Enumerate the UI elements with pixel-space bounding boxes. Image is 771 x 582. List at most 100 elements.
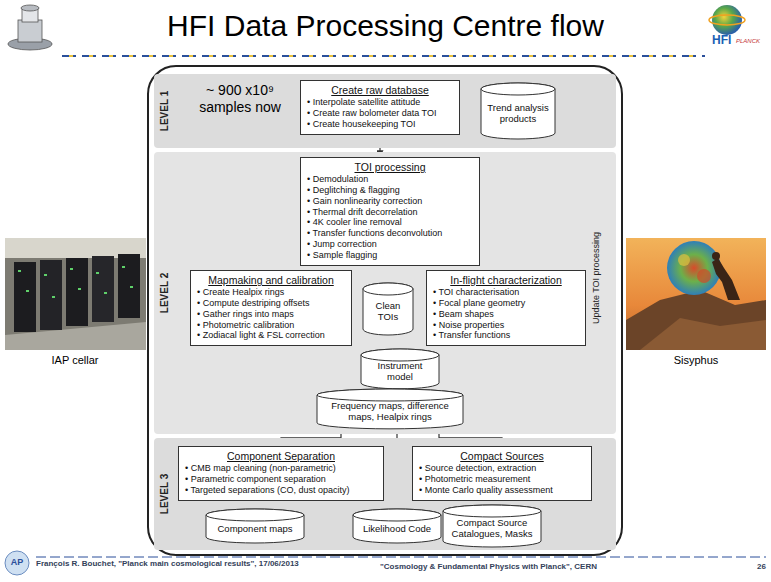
bullet-item: • Transfer functions [433,330,579,341]
cylinder-top [206,509,304,521]
level-label: LEVEL 1 [159,91,170,131]
data-store-cylinder: Compact Source Catalogues, Masks [442,504,542,548]
bullet-item: • 4K cooler line removal [307,217,473,228]
bullet-item: • Jump correction [307,239,473,250]
cylinder-body [206,509,304,543]
data-store-cylinder: Instrument model [360,348,440,390]
process-box: Mapmaking and calibration• Create Healpi… [190,270,352,346]
page-number: 26 [744,562,766,572]
data-store-cylinder: Likelihood Code [352,508,442,544]
bullet-item: • Create housekeeping TOI [307,119,453,130]
data-store-cylinder: Component maps [205,508,305,544]
bullet-item: • Monte Carlo quality assessment [419,485,585,496]
box-heading: In-flight characterization [433,274,579,287]
satellite-mirror [21,5,39,11]
logo-globe [712,5,742,35]
box-heading: TOI processing [307,161,473,174]
bullet-item: • Noise properties [433,320,579,331]
bullet-item: • Create raw bolometer data TOI [307,108,453,119]
photo-caption: IAP cellar [20,354,130,367]
level-band: LEVEL 3Component Separation• CMB map cle… [154,438,616,550]
edge-label: Update TOI processing [591,229,601,327]
bullet-item: • Zodiacal light & FSL correction [197,330,345,341]
cylinder-top [317,389,463,401]
box-heading: Create raw database [307,84,453,97]
hfi-logo [709,5,745,35]
logo-text: AP [6,557,28,568]
logo-text: PLANCK [736,38,768,45]
cylinder-body [481,83,555,139]
cylinder-body [443,505,541,547]
dashed-rule [69,55,705,57]
bullet-item: • Photometric calibration [197,320,345,331]
sisyphus-photo [626,238,766,350]
bullet-item: • Demodulation [307,174,473,185]
diagram-frame [148,66,622,555]
server-rack [14,262,36,332]
bullet-item: • TOI characterisation [433,287,579,298]
server-rack [40,260,62,330]
bullet-item: • Parametric component separation [185,474,377,485]
callout-note: ~ 900 x10⁹ samples now [182,82,298,116]
store-label: Frequency maps, difference maps, Healpix… [320,401,460,423]
cylinder-top [443,505,541,517]
photo-caption: Sisyphus [640,354,752,367]
bullet-item: • Compute destriping offsets [197,298,345,309]
process-box: In-flight characterization• TOI characte… [426,270,586,346]
cylinder-body [353,509,441,543]
bullet-item: • Source detection, extraction [419,463,585,474]
cylinder-body [363,283,413,335]
footer-rule [36,557,766,558]
logo-ring [709,15,745,25]
cylinder-top [481,83,555,95]
box-heading: Component Separation [185,450,377,463]
data-store-cylinder: Trend analysis products [480,82,556,140]
cylinder-top [353,509,441,521]
slide-title: HFI Data Processing Centre flow [0,9,771,43]
process-box: Create raw database• Interpolate satelli… [300,80,460,135]
box-heading: Mapmaking and calibration [197,274,345,287]
level-label: LEVEL 3 [159,474,170,514]
bullet-item: • Deglitching & flagging [307,185,473,196]
dashed-rule [62,55,705,57]
footer-text: François R. Bouchet, "Planck main cosmol… [36,559,326,569]
boulder-spot [697,269,711,283]
store-label: Compact Source Catalogues, Masks [446,518,538,540]
logo-badge [5,551,29,575]
bullet-item: • Targeted separations (CO, dust opacity… [185,485,377,496]
process-box: Compact Sources• Source detection, extra… [412,446,592,501]
server-rack [92,256,114,322]
bullet-item: • Interpolate satellite attitude [307,97,453,108]
logo-text: HFI [712,33,736,47]
rock-slope [626,290,766,350]
boulder-spot [678,254,690,266]
store-label: Component maps [209,524,301,535]
dashed-rule [36,557,766,558]
cmb-boulder [667,241,721,295]
bullet-item: • Photometric measurement [419,474,585,485]
satellite-body [18,20,42,42]
process-box: TOI processing• Demodulation• Deglitchin… [300,157,480,266]
bullet-item: • Transfer functions deconvolution [307,228,473,239]
data-store-cylinder: Frequency maps, difference maps, Healpix… [316,388,464,430]
title-rule [62,56,705,57]
sisyphus-head [712,252,720,260]
bullet-item: • Gather rings into maps [197,309,345,320]
photo-sky [626,238,766,350]
bullet-item: • Sample flagging [307,250,473,261]
cylinder-body [317,389,463,429]
store-label: Instrument model [364,361,436,383]
rock-slope [640,318,766,350]
cylinder-top [361,349,439,361]
cylinder-top [363,283,413,295]
bullet-item: • Gain nonlinearity correction [307,196,473,207]
level-label: LEVEL 2 [159,273,170,313]
bullet-item: • Thermal drift decorrelation [307,207,473,218]
box-heading: Compact Sources [419,450,585,463]
sisyphus-figure [712,258,740,300]
bullet-item: • Beam shapes [433,309,579,320]
level-band: LEVEL 2 TOI processing• Demodulation• Deg… [154,152,616,434]
cylinder-body [361,349,439,389]
data-store-cylinder: Clean TOIs [362,282,414,336]
